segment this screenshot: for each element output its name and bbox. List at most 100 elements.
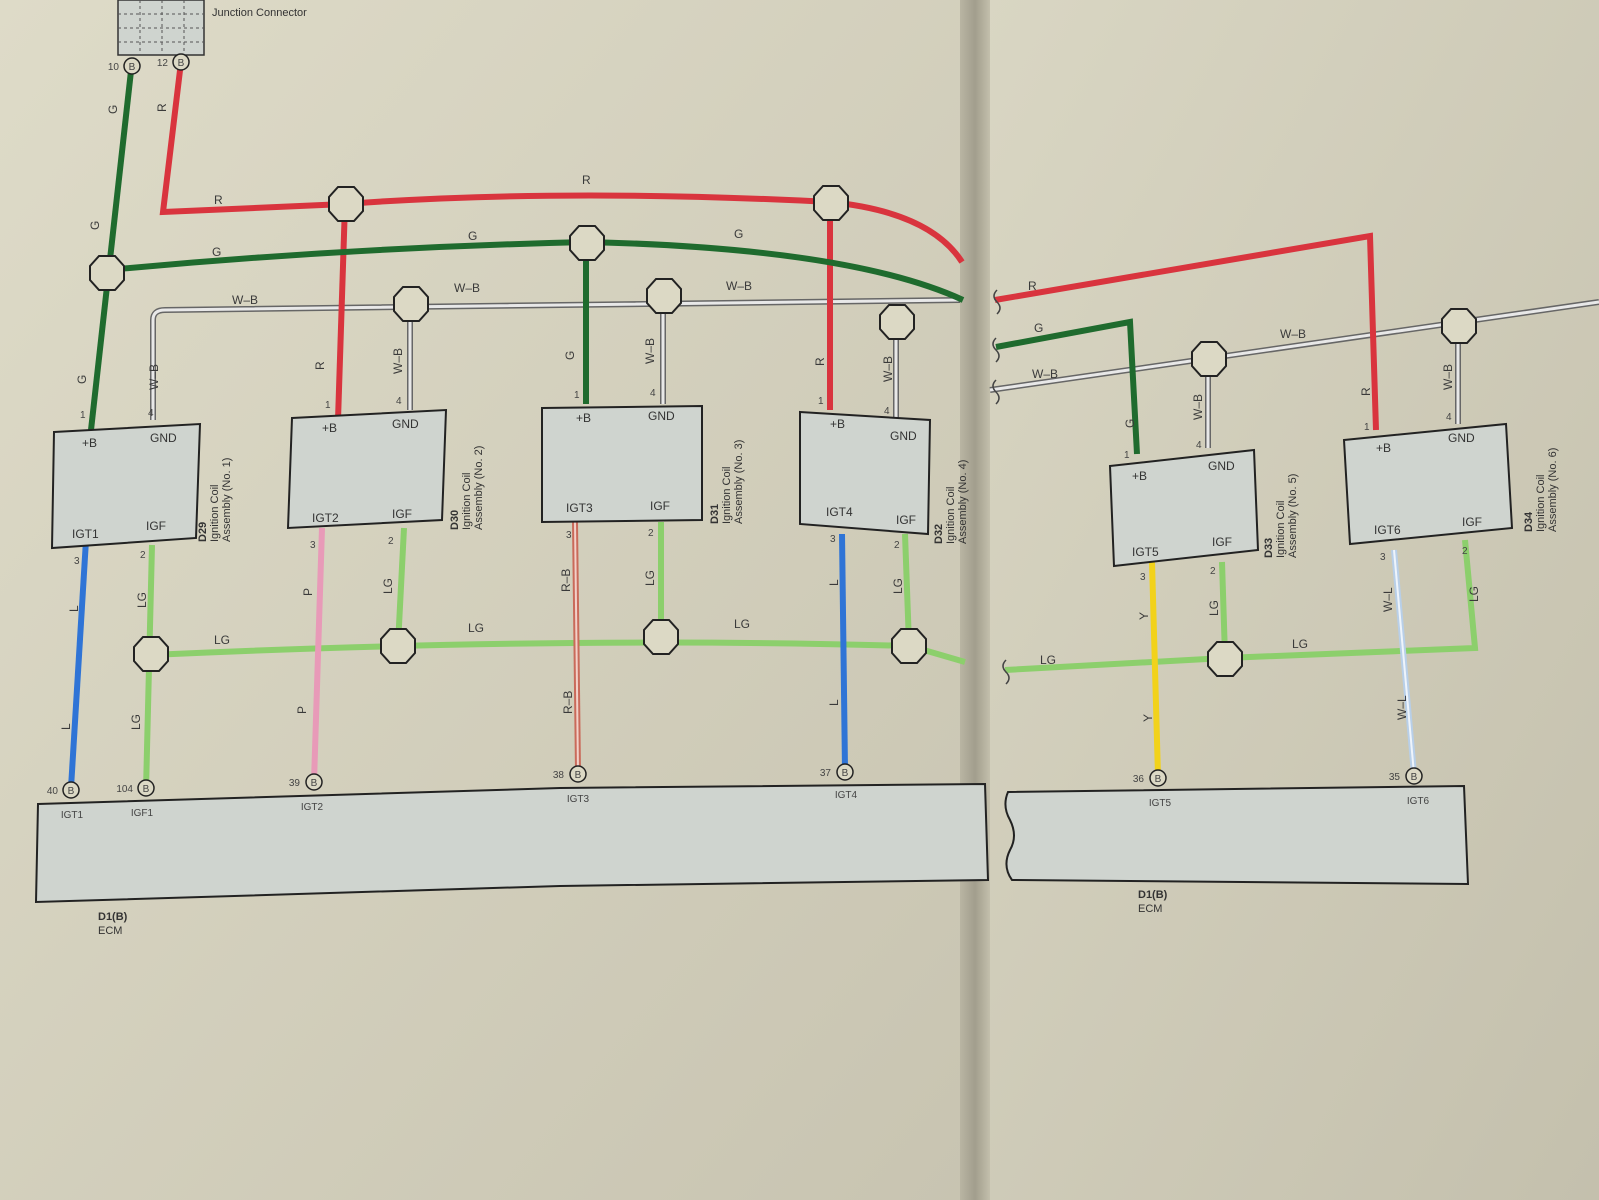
splice-point bbox=[813, 185, 849, 221]
pin-number: 4 bbox=[148, 408, 154, 419]
coil-3-igf: IGF bbox=[650, 499, 670, 513]
pin-number: 2 bbox=[388, 536, 394, 547]
ecm-pin-letter: B bbox=[68, 786, 75, 797]
wire-label-wb: W–B bbox=[454, 281, 480, 295]
coil-5-plus-b: +B bbox=[1132, 469, 1147, 483]
wire-label-wb: W–B bbox=[232, 293, 258, 307]
wire-label-g: G bbox=[734, 227, 743, 241]
coil-pin-numbers: 1 4 3 2 1 4 3 2 1 4 3 2 1 4 3 2 1 4 3 2 … bbox=[74, 388, 1468, 583]
wire-label-r: R bbox=[582, 173, 591, 187]
wire-label-wb: W–B bbox=[1032, 367, 1058, 381]
coil-1-igf: IGF bbox=[146, 519, 166, 533]
wire-label-lg: LG bbox=[1292, 637, 1308, 651]
wire-label-lg: LG bbox=[1467, 586, 1481, 602]
wire-label-wb: W–B bbox=[643, 338, 657, 364]
junction-connector: Junction Connector bbox=[117, 0, 307, 56]
ecm-pin-label: IGT4 bbox=[835, 790, 858, 801]
wire-label-wb: W–B bbox=[1441, 364, 1455, 390]
coil-4-sub: Assembly (No. 4) bbox=[957, 460, 969, 544]
wire-label-lg: LG bbox=[381, 578, 395, 594]
ecm-pin-number: 35 bbox=[1389, 772, 1401, 783]
pin-number: 3 bbox=[1380, 552, 1386, 563]
ecm-pin: B 38 IGT3 bbox=[553, 765, 590, 805]
ecm-pin-label: IGT1 bbox=[61, 810, 84, 821]
coil-6-gnd: GND bbox=[1448, 431, 1475, 445]
ecm-left-id: D1(B) bbox=[98, 911, 128, 923]
coil-2: +B GND IGT2 IGF D30 Ignition Coil Assemb… bbox=[286, 408, 485, 530]
splice-point bbox=[1191, 341, 1227, 377]
coil-3-gnd: GND bbox=[648, 409, 675, 423]
coil-3-igt: IGT3 bbox=[566, 501, 593, 515]
coil-4-igt: IGT4 bbox=[826, 505, 853, 519]
wire-label-wb: W–B bbox=[1280, 327, 1306, 341]
wire-label-y: Y bbox=[1141, 714, 1155, 722]
coil-5-igf: IGF bbox=[1212, 535, 1232, 549]
wire-label-rb: R–B bbox=[559, 569, 573, 592]
wire-label-r: R bbox=[1359, 387, 1373, 396]
pin-number: 1 bbox=[574, 390, 580, 401]
coil-3-plus-b: +B bbox=[576, 411, 591, 425]
pin-number: 3 bbox=[1140, 572, 1146, 583]
ecm-pin-label: IGT3 bbox=[567, 794, 590, 805]
coil-6: +B GND IGT6 IGF D34 Ignition Coil Assemb… bbox=[1342, 422, 1559, 546]
coil-2-name: Ignition Coil bbox=[461, 473, 473, 530]
coil-1-id: D29 bbox=[197, 522, 209, 542]
wire-label-wl: W–L bbox=[1395, 695, 1409, 720]
ecm-right: D1(B) ECM bbox=[1004, 784, 1470, 915]
wire-label-wb: W–B bbox=[391, 348, 405, 374]
wire-l-igt1 bbox=[68, 539, 89, 789]
pin-number: 2 bbox=[1462, 546, 1468, 557]
ecm-pin-number: 40 bbox=[47, 786, 59, 797]
wire-label-r: R bbox=[313, 361, 327, 370]
coil-2-igf: IGF bbox=[392, 507, 412, 521]
wire-break-marks bbox=[992, 289, 1010, 685]
wire-label-g: G bbox=[75, 375, 89, 384]
wire-label-r: R bbox=[813, 357, 827, 366]
junction-pin: B 10 bbox=[108, 57, 141, 75]
coil-5-gnd: GND bbox=[1208, 459, 1235, 473]
wire-y-igt5 bbox=[1149, 561, 1161, 777]
wire-label-lg: LG bbox=[135, 592, 149, 608]
ecm-pin-letter: B bbox=[842, 768, 849, 779]
wire-r-supply bbox=[159, 61, 1379, 431]
ecm-pin-label: IGT2 bbox=[301, 802, 324, 813]
coil-2-sub: Assembly (No. 2) bbox=[473, 446, 485, 530]
coil-6-igf: IGF bbox=[1462, 515, 1482, 529]
coil-6-id: D34 bbox=[1523, 511, 1535, 532]
splice-point bbox=[1207, 641, 1243, 677]
wire-label-g: G bbox=[468, 229, 477, 243]
ecm-pin-number: 36 bbox=[1133, 774, 1145, 785]
right-page bbox=[985, 0, 1599, 1200]
coil-6-igt: IGT6 bbox=[1374, 523, 1401, 537]
wire-label-wb: W–B bbox=[1191, 394, 1205, 420]
pin-number: 4 bbox=[884, 406, 890, 417]
coil-5-name: Ignition Coil bbox=[1275, 501, 1287, 558]
pin-number: 1 bbox=[80, 410, 86, 421]
wire-label-wb: W–B bbox=[147, 364, 161, 390]
ecm-pin-letter: B bbox=[1155, 774, 1162, 785]
ecm-left-name: ECM bbox=[98, 925, 122, 937]
junction-connector-label: Junction Connector bbox=[212, 7, 307, 19]
coil-1-plus-b: +B bbox=[82, 436, 97, 450]
ecm-pin: B 35 IGT6 bbox=[1389, 767, 1430, 807]
splice-point bbox=[380, 628, 416, 664]
coil-2-igt: IGT2 bbox=[312, 511, 339, 525]
coil-4-plus-b: +B bbox=[830, 417, 845, 431]
coil-1: +B GND IGT1 IGF D29 Ignition Coil Assemb… bbox=[50, 422, 233, 550]
coil-2-gnd: GND bbox=[392, 417, 419, 431]
pin-number: 1 bbox=[325, 400, 331, 411]
coil-5-id: D33 bbox=[1263, 538, 1275, 558]
coil-1-igt: IGT1 bbox=[72, 527, 99, 541]
pin-number: 3 bbox=[310, 540, 316, 551]
ecm-pin-number: 38 bbox=[553, 770, 565, 781]
coil-4-gnd: GND bbox=[890, 429, 917, 443]
splice-point bbox=[328, 186, 364, 222]
coil-3: +B GND IGT3 IGF D31 Ignition Coil Assemb… bbox=[541, 404, 745, 524]
coil-4-id: D32 bbox=[933, 524, 945, 544]
pin-number: 2 bbox=[648, 528, 654, 539]
coil-6-plus-b: +B bbox=[1376, 441, 1391, 455]
junction-pin-letter: B bbox=[129, 62, 136, 73]
wire-label-wb: W–B bbox=[726, 279, 752, 293]
ecm-pin-letter: B bbox=[1411, 772, 1418, 783]
pin-number: 4 bbox=[396, 396, 402, 407]
